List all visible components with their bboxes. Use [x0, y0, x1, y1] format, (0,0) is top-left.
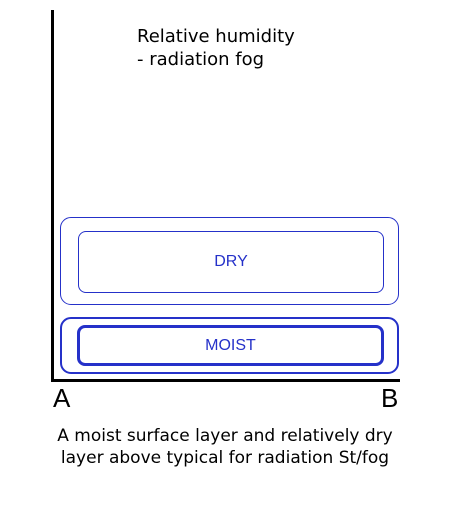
dry-layer-outer-box	[60, 217, 399, 305]
vertical-axis	[51, 10, 54, 382]
diagram-caption: A moist surface layer and relatively dry…	[0, 425, 450, 469]
caption-line-2: layer above typical for radiation St/fog	[60, 448, 390, 468]
axis-start-label: A	[53, 383, 71, 413]
moist-layer-box: MOIST	[77, 325, 384, 366]
dry-layer-box: DRY	[78, 231, 384, 293]
moist-layer-label: MOIST	[205, 336, 256, 354]
axis-end-label: B	[381, 383, 399, 413]
title-line-2: - radiation fog	[137, 49, 265, 70]
caption-line-1: A moist surface layer and relatively dry	[57, 426, 393, 446]
title-line-1: Relative humidity	[137, 26, 295, 47]
moist-layer-outer-box	[60, 317, 399, 374]
horizontal-axis	[51, 379, 400, 382]
dry-layer-label: DRY	[214, 253, 248, 270]
diagram-title: Relative humidity - radiation fog	[137, 25, 295, 71]
